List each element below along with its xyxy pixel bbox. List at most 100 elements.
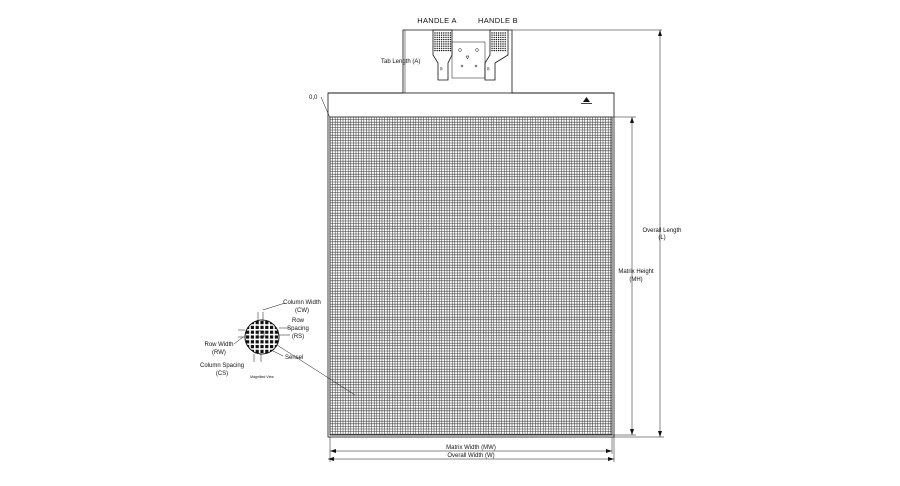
overall-width-dimension (328, 457, 614, 461)
contact-pad-dot (447, 41, 449, 43)
contact-pad-dot (447, 36, 449, 39)
magnified-sensel (274, 340, 278, 344)
magnified-sensel (256, 359, 259, 362)
svg-text:₿: ₿ (487, 66, 490, 71)
contact-pad-dot (502, 45, 504, 47)
magnified-sensel (246, 330, 250, 334)
grid-lines-path (330, 117, 612, 435)
matrix-height-dimension (612, 116, 636, 436)
magnified-sensel (280, 311, 283, 314)
contact-pad-dot (445, 43, 447, 45)
tab-length-label: Tab Length (A) (381, 59, 420, 65)
row-width-label: Row Width (204, 342, 233, 348)
contact-pad-dot (500, 34, 502, 36)
magnified-sensel (251, 311, 254, 314)
contact-pad-dot (502, 32, 504, 34)
magnified-sensel (255, 325, 259, 329)
contact-pad-dot (497, 41, 500, 43)
contact-pad-dot (438, 38, 441, 41)
magnified-sensel (265, 359, 268, 362)
magnified-sensel (265, 330, 269, 334)
contact-pad-dot (449, 38, 452, 41)
magnified-sensel (265, 321, 269, 325)
contact-pad-dot (440, 36, 443, 39)
contact-pad-dot (491, 47, 493, 50)
magnified-sensel (251, 316, 254, 319)
contact-pad-dot (438, 49, 441, 52)
contact-pad-dot (497, 47, 500, 50)
contact-pad-dot (438, 32, 441, 34)
contact-pad-dot (436, 36, 438, 39)
magnified-sensel (280, 316, 283, 319)
contact-pad-dot (436, 38, 438, 41)
magnified-sensel (241, 326, 244, 329)
contact-pad-dot (434, 43, 436, 45)
contact-pad-dot (500, 47, 502, 50)
contact-pad-dot (449, 34, 452, 36)
contact-pad-dot (500, 43, 502, 45)
contact-pad-dot (493, 41, 495, 43)
contact-pad-dot (443, 34, 445, 36)
magnified-sensel (260, 330, 264, 334)
contact-pad-dot (493, 45, 495, 47)
magnified-sensel (265, 311, 268, 314)
contact-pad-dot (500, 49, 502, 52)
marker-triangle-icon (581, 97, 592, 104)
contact-pad-dot (449, 47, 452, 50)
handle-a-label: HANDLE A (417, 16, 457, 25)
magnified-sensel (236, 345, 239, 348)
magnified-sensel (270, 316, 273, 319)
contact-pad-dot (434, 36, 436, 39)
contact-pad-dot (445, 41, 447, 43)
magnified-dimension-lines (233, 302, 290, 362)
magnified-sensel (260, 340, 264, 344)
contact-pad-dot (497, 45, 500, 47)
matrix-width-label: Matrix Width (MW) (446, 445, 496, 451)
contact-pad-dot (440, 47, 443, 50)
contact-pad-dot (443, 41, 445, 43)
contact-pad-dot (447, 45, 449, 47)
contact-pad-dot (443, 45, 445, 47)
magnified-sensel (275, 359, 278, 362)
magnified-sensel (284, 335, 287, 338)
contact-pad-dot (434, 34, 436, 36)
magnified-sensel (255, 335, 259, 339)
magnified-sensel (284, 311, 287, 314)
tab-outline (328, 29, 614, 94)
magnified-sensel (260, 325, 264, 329)
sensel-grid-lines (330, 117, 612, 435)
contact-pad-dot (443, 49, 445, 52)
contact-pad-dot (447, 47, 449, 50)
magnified-sensel (246, 349, 250, 353)
contact-pad-dot (495, 43, 498, 45)
magnified-sensel (241, 311, 244, 314)
contact-pad-dot (500, 41, 502, 43)
magnified-sensel (250, 335, 254, 339)
contact-pad-dot (436, 45, 438, 47)
contact-pad-dot (493, 36, 495, 39)
contact-pad-dot (434, 38, 436, 41)
matrix-height-symbol: (MH) (629, 277, 642, 283)
contact-pad-dot (504, 34, 506, 36)
contact-pad-dot (504, 47, 506, 50)
magnified-sensel (275, 311, 278, 314)
contact-pad-dot (436, 34, 438, 36)
magnified-sensel (280, 326, 283, 329)
magnified-view-label: Magnified View (250, 375, 274, 379)
contact-pad-dot (445, 32, 447, 34)
contact-pad-dot (447, 34, 449, 36)
magnified-sensel (275, 316, 278, 319)
contact-pad-dot (440, 49, 443, 52)
magnified-sensel (241, 331, 244, 334)
magnified-sensel (250, 325, 254, 329)
magnified-sensel (256, 311, 259, 314)
magnified-sensel (280, 321, 283, 324)
column-width-label: Column Width (283, 300, 321, 306)
contact-pad-dot (449, 45, 452, 47)
magnified-sensel (270, 335, 274, 339)
overall-length-dimension (614, 30, 664, 438)
magnified-sensel (284, 316, 287, 319)
contact-pad-dot (500, 36, 502, 39)
magnified-sensel (255, 349, 259, 353)
contact-pad-dot (440, 38, 443, 41)
